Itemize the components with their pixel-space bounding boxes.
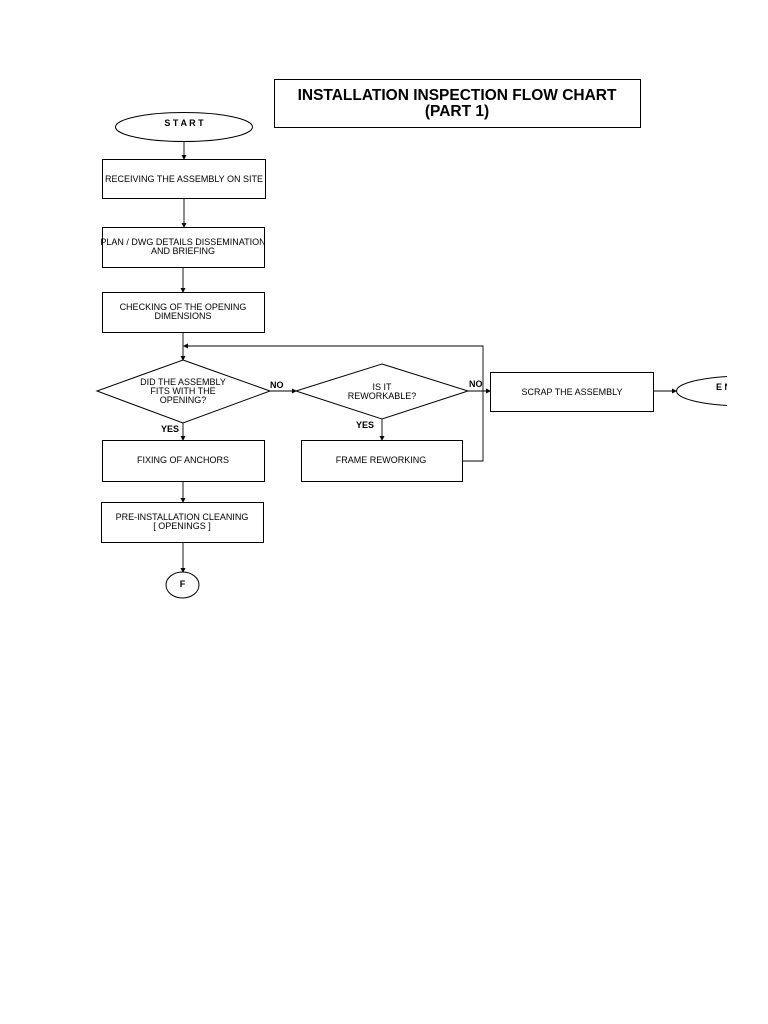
scrap-label: SCRAP THE ASSEMBLY [521,387,622,397]
frame-reworking-label: FRAME REWORKING [336,455,427,465]
edge-label-no-fits: NO [270,380,284,390]
connector-f-node: F [165,571,200,599]
plan-label-line-2: AND BRIEFING [151,246,215,256]
start-node: S T A R T [115,112,253,142]
edge-label-yes-reworkable: YES [356,420,374,430]
plan-label-line-1: PLAN / DWG DETAILS DISSEMINATION [100,237,265,247]
receiving-label: RECEIVING THE ASSEMBLY ON SITE [105,174,263,184]
scrap-box: SCRAP THE ASSEMBLY [490,372,654,412]
connector-lines [182,142,674,570]
receiving-box: RECEIVING THE ASSEMBLY ON SITE [102,159,266,199]
fits-label-line-2: FITS WITH THE [150,386,215,396]
title-line-2: (PART 1) [425,103,489,120]
reworkable-label-line-1: IS IT [372,382,392,392]
title-box: INSTALLATION INSPECTION FLOW CHART (PART… [274,79,641,128]
checking-label-line-1: CHECKING OF THE OPENING [120,302,247,312]
cleaning-box: PRE-INSTALLATION CLEANING [ OPENINGS ] [101,502,264,543]
end-label: E N [716,382,731,392]
checking-label-line-2: DIMENSIONS [154,311,211,321]
connector-f-label: F [180,579,186,589]
arrowheads [180,155,677,573]
anchors-box: FIXING OF ANCHORS [102,440,265,482]
fits-decision: DID THE ASSEMBLY FITS WITH THE OPENING? [95,359,272,424]
edge-label-no-reworkable: NO [469,379,483,389]
anchors-label: FIXING OF ANCHORS [137,455,229,465]
frame-reworking-box: FRAME REWORKING [301,440,463,482]
start-label: S T A R T [164,118,204,128]
reworkable-decision: IS IT REWORKABLE? [294,363,470,420]
title-line-1: INSTALLATION INSPECTION FLOW CHART [298,87,617,104]
cleaning-label-line-2: [ OPENINGS ] [153,521,211,531]
edge-label-yes-fits: YES [161,424,179,434]
checking-box: CHECKING OF THE OPENING DIMENSIONS [102,292,265,333]
fits-label-line-3: OPENING? [160,395,207,405]
reworkable-label-line-2: REWORKABLE? [348,391,417,401]
end-node: E N [676,376,731,406]
cleaning-label-line-1: PRE-INSTALLATION CLEANING [116,512,249,522]
plan-box: PLAN / DWG DETAILS DISSEMINATION AND BRI… [100,227,266,268]
fits-label-line-1: DID THE ASSEMBLY [140,377,226,387]
